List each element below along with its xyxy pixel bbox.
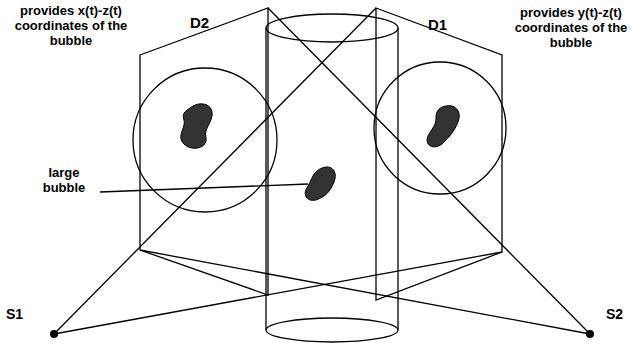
column-bottom xyxy=(266,330,398,342)
detector-label: D1 xyxy=(428,16,458,33)
beam-line xyxy=(140,250,590,334)
bubble-image xyxy=(181,104,212,148)
bubble xyxy=(305,167,335,200)
annotation-text: provides y(t)-z(t) coordinates of the bu… xyxy=(504,6,638,51)
column-bottom xyxy=(266,318,398,330)
detector-plane xyxy=(376,8,502,300)
detector-circle xyxy=(374,62,506,194)
source-label: S1 xyxy=(6,306,36,322)
source-dot xyxy=(586,330,594,338)
leader-line xyxy=(100,184,308,192)
column-wall xyxy=(265,28,266,330)
column-top xyxy=(266,14,398,42)
bubble-image xyxy=(427,106,459,147)
detector-plane xyxy=(140,8,268,295)
beam-line xyxy=(54,252,502,334)
callout-label: large bubble xyxy=(30,166,98,196)
source-label: S2 xyxy=(606,306,636,322)
column-wall xyxy=(397,28,398,330)
annotation-text: provides x(t)-z(t) coordinates of the bu… xyxy=(4,4,138,49)
detector-label: D2 xyxy=(190,14,220,31)
beam-line xyxy=(268,8,590,334)
source-dot xyxy=(50,330,58,338)
